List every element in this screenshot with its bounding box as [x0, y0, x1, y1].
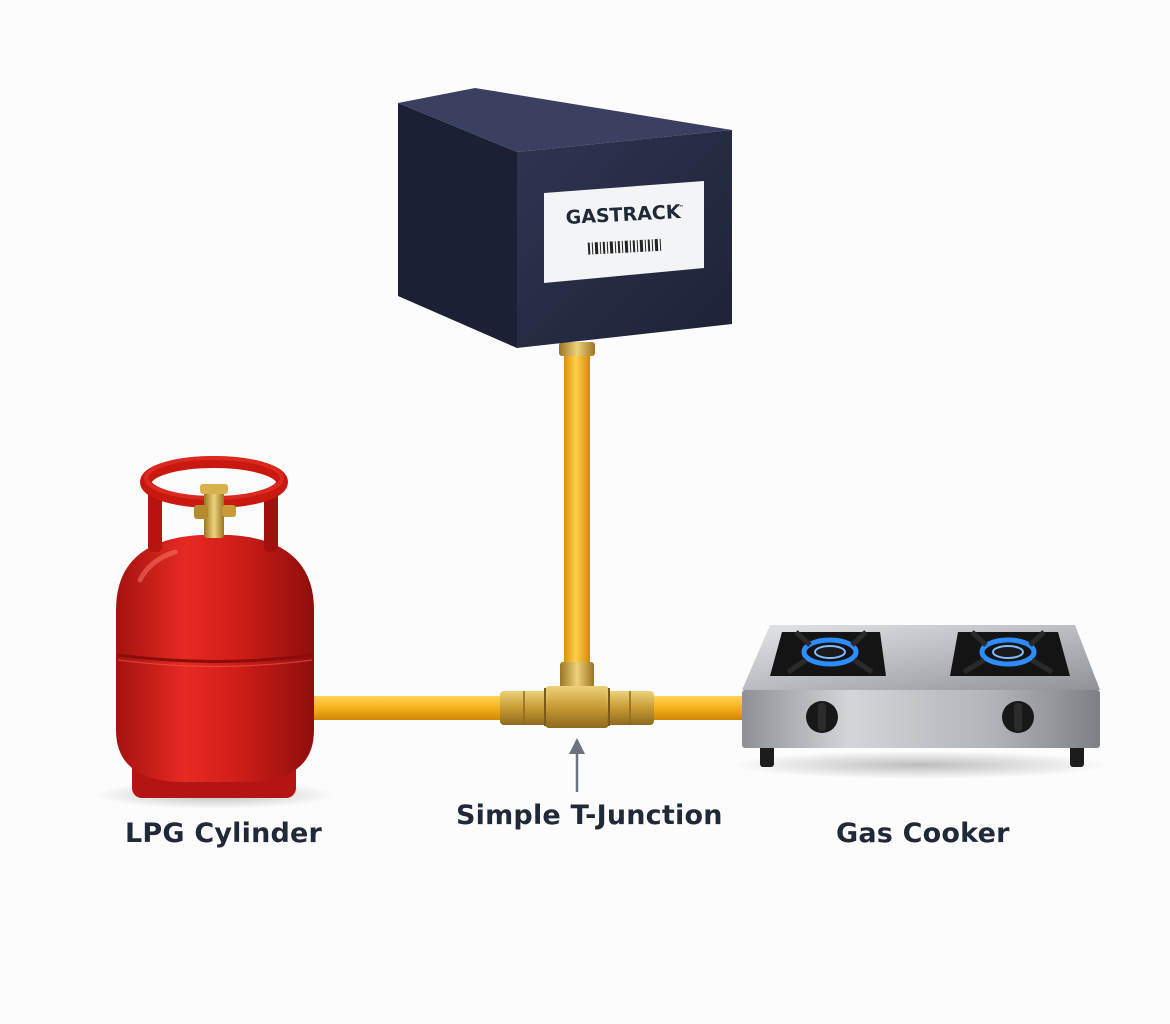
t-junction-label: Simple T-Junction [456, 800, 723, 831]
knob-icon [1002, 701, 1034, 733]
cooker-front [742, 690, 1100, 748]
flame-icon [979, 637, 1037, 667]
flame-icon [801, 637, 859, 667]
burner-right [950, 630, 1070, 676]
vertical-pipe [559, 342, 595, 670]
barcode-icon [587, 238, 662, 255]
burner-left [770, 630, 886, 676]
gas-cooker-label: Gas Cooker [836, 818, 1010, 849]
gas-cooker [742, 625, 1100, 767]
lpg-cylinder [116, 456, 314, 798]
junction-arrow [569, 738, 585, 792]
cooker-shadow [730, 751, 1110, 779]
cylinder-body [116, 535, 314, 782]
device-top-face [398, 88, 732, 152]
lpg-cylinder-label: LPG Cylinder [125, 818, 323, 849]
device-trademark: ™ [677, 204, 684, 212]
device-left-face [398, 103, 517, 348]
t-junction [500, 662, 654, 728]
gastrack-device: GASTRACK ™ [398, 88, 732, 348]
knob-icon [806, 701, 838, 733]
valve-icon [194, 484, 236, 538]
device-label [544, 181, 704, 283]
